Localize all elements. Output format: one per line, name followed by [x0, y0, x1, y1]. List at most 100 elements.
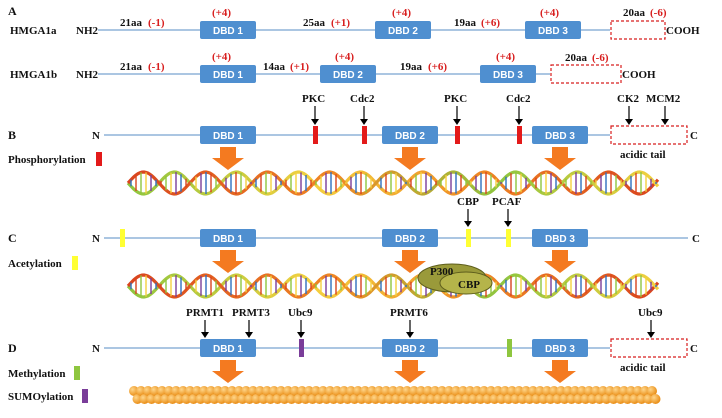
chromatin-sphere [279, 394, 290, 404]
chromatin-sphere [465, 386, 475, 396]
hmga1a-dbd1-label: DBD 1 [213, 26, 243, 37]
chromatin-sphere [367, 386, 377, 396]
chromatin-sphere [374, 386, 384, 396]
hmga1b-dbd2 [320, 65, 376, 83]
panel-c-dbd2-label: DBD 2 [395, 234, 425, 245]
chromatin-sphere [314, 394, 325, 404]
hmga1a-acidic-box [610, 20, 666, 40]
phospho-site-4 [517, 126, 522, 144]
legend-methylation: Methylation [8, 368, 65, 380]
chromatin-sphere [290, 386, 300, 396]
dna-helix-b [126, 170, 660, 196]
enzyme-arrowhead-prmt1 [201, 332, 209, 338]
hmga1a-seg2-charge: (+1) [331, 17, 350, 29]
hmga1a-seg1-label: 21aa [120, 17, 143, 29]
panel-b-nterm: N [92, 130, 100, 142]
chromatin-sphere [377, 394, 388, 404]
binding-arrow-d1 [212, 360, 244, 383]
chromatin-sphere [363, 394, 374, 404]
chromatin-sphere [437, 386, 447, 396]
chromatin-sphere [209, 394, 220, 404]
chromatin-sphere [633, 386, 643, 396]
sumo-site-1 [299, 339, 304, 357]
hmga1a-dbd3 [525, 21, 581, 39]
hmga1a-row: HMGA1a NH2 COOH 21aa (-1) 25aa (+1) 19aa… [10, 7, 700, 40]
panel-c-dbd3-label: DBD 3 [545, 234, 575, 245]
chromatin-sphere [332, 386, 342, 396]
chromatin-sphere [181, 394, 192, 404]
hmga1b-dbd1 [200, 65, 256, 83]
hmga1b-cterm: COOH [622, 69, 656, 81]
binding-arrow-d3 [544, 360, 576, 383]
chromatin-sphere [360, 386, 370, 396]
hmga1b-seg4-charge: (-6) [592, 52, 609, 64]
chromatin-sphere-chain [129, 386, 661, 404]
hmga1a-seg3-label: 19aa [454, 17, 477, 29]
hmga1b-seg2-charge: (+1) [290, 61, 309, 73]
complex-p300-label: P300 [430, 266, 454, 278]
chromatin-sphere [503, 394, 514, 404]
chromatin-sphere [643, 394, 654, 404]
chromatin-sphere [167, 394, 178, 404]
chromatin-sphere [234, 386, 244, 396]
chromatin-sphere [622, 394, 633, 404]
chromatin-sphere [458, 386, 468, 396]
panel-b-letter: B [8, 128, 16, 142]
chromatin-sphere [321, 394, 332, 404]
chromatin-sphere [559, 394, 570, 404]
chromatin-sphere [496, 394, 507, 404]
chromatin-sphere [339, 386, 349, 396]
chromatin-sphere [342, 394, 353, 404]
kinase-arrowhead-2 [360, 119, 368, 125]
kinase-arrowhead-4 [515, 119, 523, 125]
phospho-site-1 [313, 126, 318, 144]
binding-arrow-c3 [544, 250, 576, 273]
chromatin-sphere [213, 386, 223, 396]
chromatin-sphere [269, 386, 279, 396]
hmga1b-row: HMGA1b NH2 COOH 21aa (-1) 14aa (+1) 19aa… [10, 51, 656, 84]
binding-arrow-c2 [394, 250, 426, 273]
panel-c-dbd1-label: DBD 1 [213, 234, 243, 245]
hmga1b-nterm: NH2 [76, 69, 99, 81]
chromatin-sphere [489, 394, 500, 404]
chromatin-sphere [426, 394, 437, 404]
binding-arrow-b3 [544, 147, 576, 170]
panel-b-dbd1-label: DBD 1 [213, 131, 243, 142]
chromatin-sphere [188, 394, 199, 404]
enzyme-arrowhead-ubc9-1 [297, 332, 305, 338]
panel-d-tail-label: acidic tail [620, 362, 666, 374]
kinase-ck2: CK2 [617, 93, 640, 105]
hmga1b-dbd2-charge: (+4) [335, 51, 354, 63]
chromatin-sphere [524, 394, 535, 404]
hmga1a-seg1-charge: (-1) [148, 17, 165, 29]
chromatin-sphere [381, 386, 391, 396]
chromatin-sphere [143, 386, 153, 396]
hmga1a-dbd1-charge: (+4) [212, 7, 231, 19]
panel-d-dbd2 [382, 339, 438, 357]
chromatin-sphere [293, 394, 304, 404]
panel-b-dbd3 [532, 126, 588, 144]
chromatin-sphere [538, 394, 549, 404]
chromatin-sphere [475, 394, 486, 404]
phospho-site-2 [362, 126, 367, 144]
kinase-cdc2-2: Cdc2 [506, 93, 531, 105]
chromatin-sphere [370, 394, 381, 404]
chromatin-sphere [402, 386, 412, 396]
chromatin-sphere [223, 394, 234, 404]
chromatin-sphere [591, 386, 601, 396]
legend-phospho-swatch [96, 152, 102, 166]
enzyme-ubc9-1: Ubc9 [288, 307, 313, 319]
binding-arrow-b2 [394, 147, 426, 170]
methyl-site-1 [507, 339, 512, 357]
hmga1b-dbd1-label: DBD 1 [213, 70, 243, 81]
chromatin-sphere [251, 394, 262, 404]
chromatin-sphere [300, 394, 311, 404]
kinase-mcm2: MCM2 [646, 93, 681, 105]
chromatin-sphere [573, 394, 584, 404]
panel-c-dbd3 [532, 229, 588, 247]
hmga1b-dbd3-charge: (+4) [496, 51, 515, 63]
chromatin-sphere [626, 386, 636, 396]
panel-c-letter: C [8, 231, 17, 245]
chromatin-sphere [349, 394, 360, 404]
